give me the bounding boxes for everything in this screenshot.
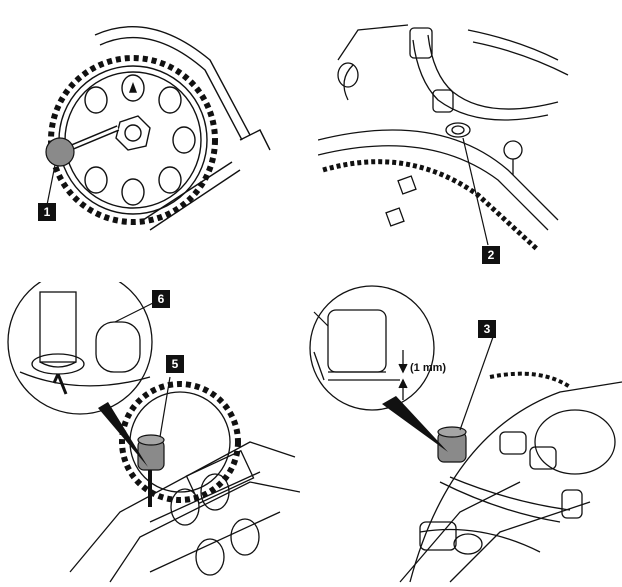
leader-line-6 (114, 301, 156, 323)
leader-line-2 (462, 137, 489, 246)
panel-sprocket-lock: 1 (0, 0, 300, 260)
tappet-drawing (7, 282, 300, 583)
panel-tappet-gauge: 6 5 (0, 282, 300, 587)
detail-wedge (98, 402, 148, 467)
sprocket-drawing (45, 25, 271, 231)
callout-1: 1 (38, 203, 56, 221)
leader-line-3 (459, 336, 494, 431)
detail-wedge-4 (382, 396, 448, 452)
callout-2: 2 (482, 246, 500, 264)
callout-6: 6 (152, 290, 170, 308)
locking-pin-knob (45, 137, 75, 167)
leader-line-4 (313, 311, 329, 327)
gap-dimension-label: (1 mm) (410, 362, 447, 374)
panel-gap-gauge: 4 3 (1 mm) (300, 282, 622, 587)
detail-arrow (52, 373, 68, 395)
gap-drawing (309, 285, 622, 583)
panel-head-plug: 2 (318, 20, 588, 265)
leader-line-1 (46, 164, 56, 206)
head-drawing (318, 24, 569, 252)
leader-line-5 (159, 376, 171, 438)
callout-3: 3 (478, 320, 496, 338)
callout-5: 5 (166, 355, 184, 373)
